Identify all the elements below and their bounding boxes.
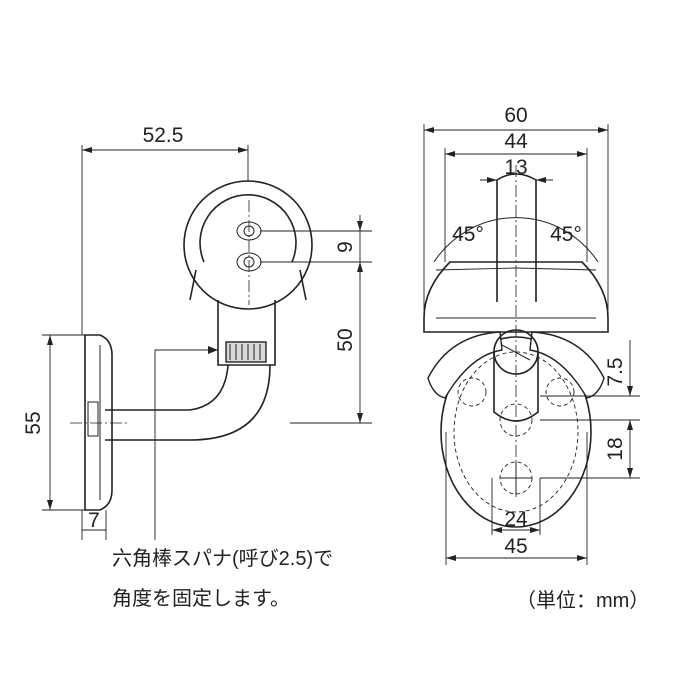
- dim-55: 55: [22, 411, 45, 434]
- note-leader: [154, 349, 218, 540]
- side-arm-bottom: [105, 364, 271, 441]
- front-arm-left: [427, 331, 503, 399]
- side-ring-outer: [183, 180, 313, 310]
- note-line-1: 六角棒スパナ(呼び2.5)で: [112, 547, 333, 570]
- front-base-oval: [440, 336, 592, 528]
- side-dimensions: 52.5 9 50 55 7: [22, 124, 372, 540]
- dim-18: 18: [604, 437, 627, 460]
- note-line-2: 角度を固定します。: [112, 587, 290, 610]
- front-view: [423, 165, 609, 528]
- front-neck: [493, 352, 539, 422]
- side-ring-inner: [199, 194, 297, 263]
- dim-7: 7: [88, 509, 100, 532]
- dim-45: 45: [504, 535, 527, 558]
- side-ring-lips: [189, 269, 307, 301]
- angle-left: 45°: [452, 223, 484, 246]
- dim-9: 9: [334, 241, 357, 253]
- front-post: [496, 173, 537, 302]
- dim-60: 60: [504, 104, 527, 127]
- angle-right: 45°: [550, 223, 582, 246]
- unit-label: （単位：mm）: [516, 589, 649, 612]
- dim-52-5: 52.5: [143, 124, 184, 147]
- front-dimensions: 60 44 13 45° 45° 7.5 18: [423, 104, 640, 565]
- side-neck: [217, 300, 276, 366]
- front-arm-right: [529, 331, 605, 399]
- dim-24: 24: [504, 508, 528, 531]
- side-arm-top: [105, 364, 229, 411]
- dim-13: 13: [504, 156, 527, 179]
- dim-50: 50: [334, 328, 357, 351]
- dim-7-5: 7.5: [604, 357, 627, 386]
- side-view: [70, 180, 313, 540]
- side-base-plate: [84, 334, 113, 511]
- dim-44: 44: [504, 130, 528, 153]
